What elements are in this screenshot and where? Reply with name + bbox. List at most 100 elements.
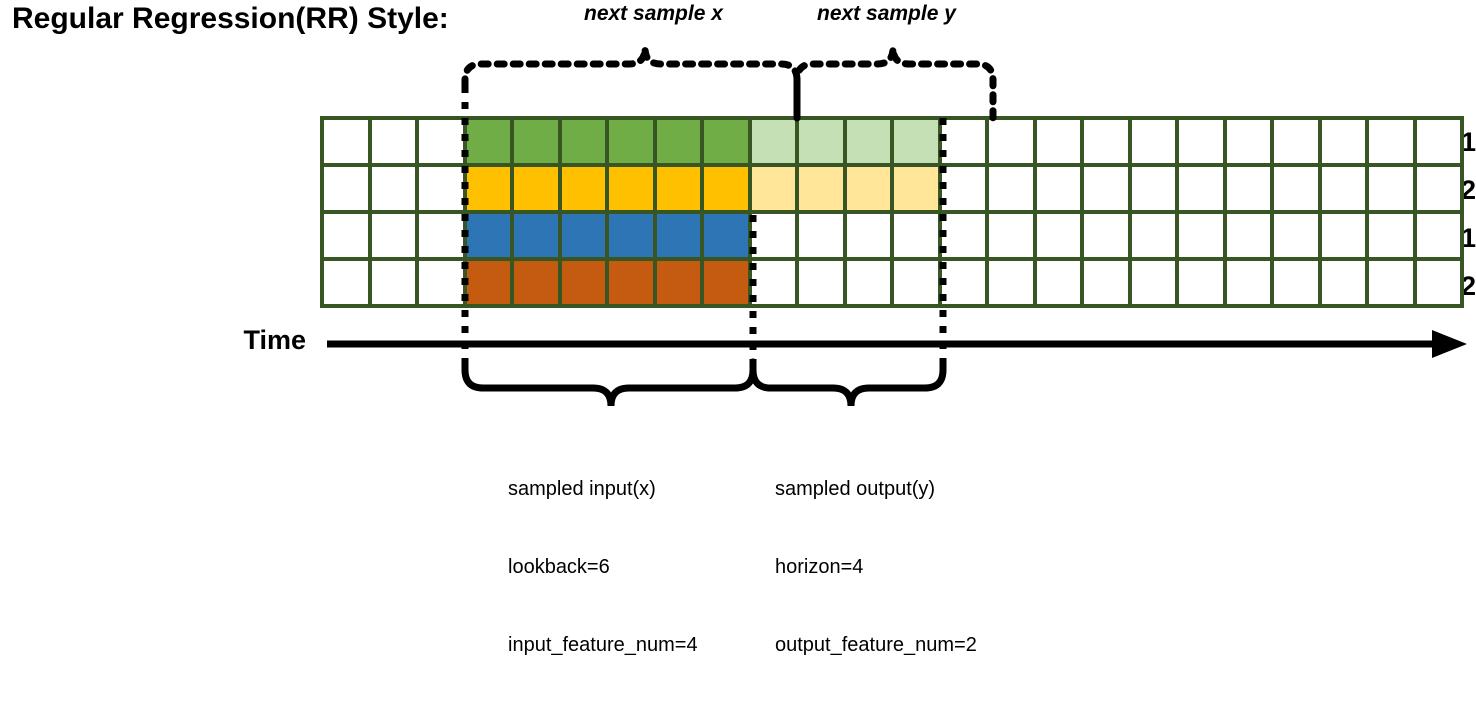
grid-cell-extra-feature-2-t9	[751, 261, 795, 304]
grid-cell-extra-feature-1-t21	[1321, 214, 1365, 257]
grid-cell-target-2-t18	[1179, 167, 1223, 210]
grid-cell-target-1-t9	[751, 120, 795, 163]
grid-cell-target-2-t21	[1321, 167, 1365, 210]
grid-cell-extra-feature-2-t13	[941, 261, 985, 304]
grid-cell-extra-feature-1-t2	[419, 214, 463, 257]
grid-cell-extra-feature-2-t1	[371, 261, 415, 304]
grid-cell-extra-feature-2-t19	[1226, 261, 1270, 304]
grid-cell-extra-feature-1-t6	[609, 214, 653, 257]
grid-cell-target-2-t11	[846, 167, 890, 210]
grid-cell-extra-feature-2-t5	[561, 261, 605, 304]
grid-cell-target-1-t15	[1036, 120, 1080, 163]
timeline-grid	[320, 116, 1464, 308]
grid-cell-target-1-t8	[704, 120, 748, 163]
grid-cell-extra-feature-1-t0	[324, 214, 368, 257]
grid-cell-target-2-t5	[561, 167, 605, 210]
grid-cell-target-2-t12	[894, 167, 938, 210]
grid-cell-target-2-t2	[419, 167, 463, 210]
grid-cell-target-2-t15	[1036, 167, 1080, 210]
grid-cell-extra-feature-2-t14	[989, 261, 1033, 304]
grid-cell-extra-feature-1-t17	[1131, 214, 1175, 257]
caption-output-line-3: output_feature_num=2	[775, 634, 977, 656]
grid-cell-extra-feature-1-t23	[1416, 214, 1460, 257]
grid-cell-target-1-t2	[419, 120, 463, 163]
grid-cell-extra-feature-1-t22	[1369, 214, 1413, 257]
grid-cell-extra-feature-2-t4	[514, 261, 558, 304]
grid-cell-target-1-t13	[941, 120, 985, 163]
grid-cell-target-2-t23	[1416, 167, 1460, 210]
caption-input-line-3: input_feature_num=4	[508, 634, 698, 656]
caption-output-line-1: sampled output(y)	[775, 478, 936, 500]
annotation-next-sample-y: next sample y	[817, 2, 956, 25]
brace-sampled-input	[461, 358, 757, 407]
grid-cell-extra-feature-1-t11	[846, 214, 890, 257]
grid-cell-target-1-t7	[656, 120, 700, 163]
grid-cell-target-1-t12	[894, 120, 938, 163]
brace-next-sample-x	[461, 47, 801, 122]
grid-cell-extra-feature-1-t20	[1274, 214, 1318, 257]
grid-cell-target-1-t10	[799, 120, 843, 163]
grid-cell-extra-feature-2-t11	[846, 261, 890, 304]
grid-cell-extra-feature-2-t18	[1179, 261, 1223, 304]
grid-cell-target-1-t0	[324, 120, 368, 163]
grid-cell-target-1-t20	[1274, 120, 1318, 163]
grid-cell-extra-feature-2-t23	[1416, 261, 1460, 304]
grid-cell-extra-feature-2-t6	[609, 261, 653, 304]
diagram-canvas: Regular Regression(RR) Style: next sampl…	[12, 2, 1476, 656]
grid-cell-target-2-t19	[1226, 167, 1270, 210]
grid-cell-extra-feature-1-t5	[561, 214, 605, 257]
grid-cell-extra-feature-2-t12	[894, 261, 938, 304]
grid-cell-target-2-t0	[324, 167, 368, 210]
grid-cell-target-1-t1	[371, 120, 415, 163]
grid-cell-extra-feature-1-t7	[656, 214, 700, 257]
grid-cell-target-1-t18	[1179, 120, 1223, 163]
grid-cell-extra-feature-1-t15	[1036, 214, 1080, 257]
grid-cell-extra-feature-2-t22	[1369, 261, 1413, 304]
grid-cell-target-2-t13	[941, 167, 985, 210]
grid-cell-extra-feature-2-t16	[1084, 261, 1128, 304]
grid-cell-target-2-t10	[799, 167, 843, 210]
grid-cell-extra-feature-1-t1	[371, 214, 415, 257]
annotation-next-sample-x: next sample x	[584, 2, 723, 25]
grid-cell-target-1-t23	[1416, 120, 1460, 163]
grid-cell-target-2-t22	[1369, 167, 1413, 210]
time-axis-arrow	[327, 330, 1467, 358]
grid-cell-extra-feature-1-t3	[466, 214, 510, 257]
grid-cell-target-1-t19	[1226, 120, 1270, 163]
page-title: Regular Regression(RR) Style:	[12, 2, 449, 35]
grid-cell-target-2-t4	[514, 167, 558, 210]
time-axis-label: Time	[243, 325, 306, 355]
grid-cell-extra-feature-2-t17	[1131, 261, 1175, 304]
grid-cell-extra-feature-1-t9	[751, 214, 795, 257]
grid-cell-extra-feature-1-t16	[1084, 214, 1128, 257]
caption-input-line-1: sampled input(x)	[508, 478, 656, 500]
grid-cell-extra-feature-2-t15	[1036, 261, 1080, 304]
grid-cell-target-2-t7	[656, 167, 700, 210]
grid-cell-target-1-t3	[466, 120, 510, 163]
grid-cell-extra-feature-2-t21	[1321, 261, 1365, 304]
grid-cell-extra-feature-1-t12	[894, 214, 938, 257]
grid-cell-target-2-t8	[704, 167, 748, 210]
grid-cell-extra-feature-2-t2	[419, 261, 463, 304]
grid-cell-target-2-t3	[466, 167, 510, 210]
caption-sampled-input: sampled input(x) lookback=6 input_featur…	[508, 424, 698, 710]
grid-cell-extra-feature-1-t8	[704, 214, 748, 257]
grid-cell-extra-feature-2-t7	[656, 261, 700, 304]
grid-cell-extra-feature-1-t18	[1179, 214, 1223, 257]
grid-cell-target-2-t17	[1131, 167, 1175, 210]
grid-cell-target-2-t14	[989, 167, 1033, 210]
grid-cell-extra-feature-1-t14	[989, 214, 1033, 257]
grid-cell-target-1-t5	[561, 120, 605, 163]
grid-cell-target-1-t6	[609, 120, 653, 163]
grid-cell-target-2-t6	[609, 167, 653, 210]
grid-cell-extra-feature-1-t13	[941, 214, 985, 257]
brace-sampled-output	[749, 358, 947, 407]
grid-cell-extra-feature-1-t19	[1226, 214, 1270, 257]
grid-cell-extra-feature-2-t0	[324, 261, 368, 304]
grid-cell-target-2-t20	[1274, 167, 1318, 210]
grid-cell-target-1-t16	[1084, 120, 1128, 163]
caption-sampled-output: sampled output(y) horizon=4 output_featu…	[775, 424, 977, 710]
caption-input-line-2: lookback=6	[508, 556, 610, 578]
grid-cell-target-1-t22	[1369, 120, 1413, 163]
grid-cell-target-1-t4	[514, 120, 558, 163]
